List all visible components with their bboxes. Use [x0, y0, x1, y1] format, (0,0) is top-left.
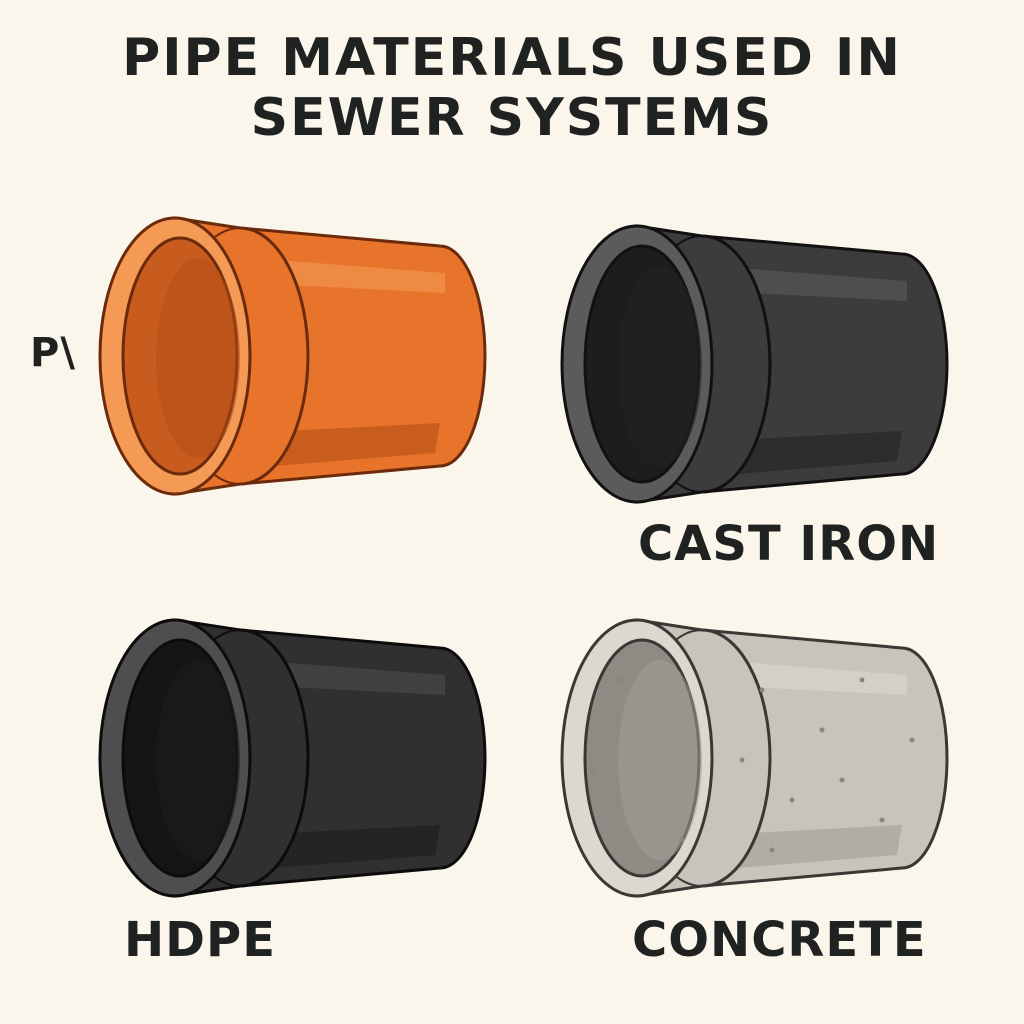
concrete-speckle [759, 687, 765, 693]
pvc-label: P\ [30, 330, 76, 376]
hdpe-pipe-shadow [250, 825, 440, 870]
cast-iron-pipe-body [700, 234, 949, 494]
title-line-2: SEWER SYSTEMS [250, 88, 774, 148]
concrete-speckle [739, 757, 745, 763]
pvc-pipe [98, 216, 487, 496]
hdpe-pipe-body [238, 628, 487, 888]
concrete-speckle [789, 797, 795, 803]
cast-iron-label: CAST IRON [638, 516, 940, 572]
page-title: PIPE MATERIALS USED IN SEWER SYSTEMS [0, 28, 1024, 148]
concrete-speckle [679, 837, 685, 843]
hdpe-pipe [98, 618, 487, 898]
concrete-speckle [859, 677, 865, 683]
pvc-pipe-highlight [250, 258, 445, 293]
concrete-speckle [909, 737, 915, 743]
pvc-pipe-shadow [250, 423, 440, 468]
concrete-opening-depth [618, 660, 702, 860]
cast-iron-pipe-highlight [712, 266, 907, 301]
cast-iron-pipe [560, 224, 949, 504]
concrete-pipe-highlight [712, 660, 907, 695]
concrete-speckle [819, 727, 825, 733]
concrete-speckle [769, 847, 775, 853]
hdpe-label: HDPE [124, 912, 276, 968]
pvc-opening-depth [156, 258, 240, 458]
cast-iron-opening-depth [618, 266, 702, 466]
concrete-speckle [879, 817, 885, 823]
title-line-1: PIPE MATERIALS USED IN [122, 28, 902, 88]
cast-iron-pipe-shadow [712, 431, 902, 476]
pvc-pipe-body [238, 226, 487, 486]
concrete-speckle [839, 777, 845, 783]
concrete-speckle [589, 767, 595, 773]
concrete-pipe [560, 618, 949, 898]
concrete-pipe-shadow [712, 825, 902, 870]
concrete-label: CONCRETE [632, 912, 927, 968]
hdpe-pipe-highlight [250, 660, 445, 695]
hdpe-opening-depth [156, 660, 240, 860]
concrete-pipe-body [700, 628, 949, 888]
concrete-speckle [619, 677, 625, 683]
